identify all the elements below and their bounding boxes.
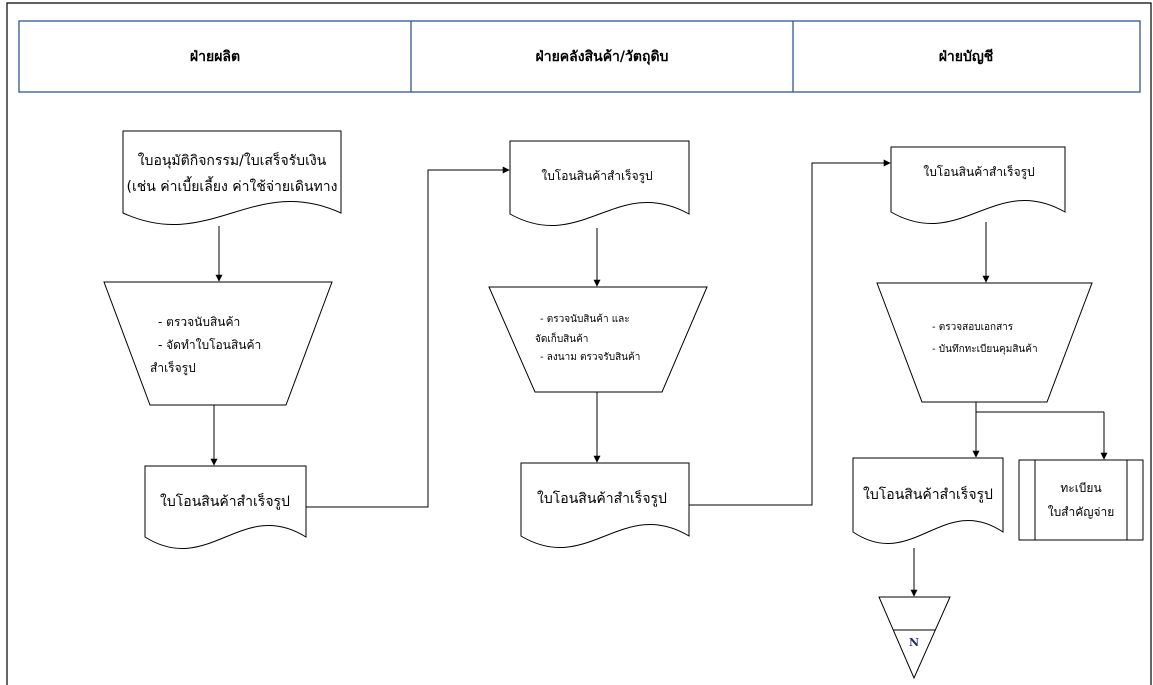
manual-step-text: - ตรวจนับสินค้า และ <box>540 313 630 325</box>
lane-header: ฝ่ายผลิต ฝ่ายคลังสินค้า/วัตถุดิบ ฝ่ายบัญ… <box>18 20 1141 93</box>
predefined-process-register: ทะเบียน ใบสำคัญจ่าย <box>1018 459 1144 541</box>
register-text: ทะเบียน <box>1060 481 1101 495</box>
file-triangle <box>878 596 951 680</box>
document-transfer-slip <box>890 146 1066 224</box>
manual-step-text: - ลงนาม ตรวจรับสินค้า <box>540 351 640 363</box>
document-text: ใบโอนสินค้าสำเร็จรูป <box>541 168 652 184</box>
manual-operation-receive-goods <box>488 286 708 393</box>
accounting-lane: ใบโอนสินค้าสำเร็จรูป - ตรวจสอบเอกสาร - บ… <box>852 146 1144 680</box>
lane-title-accounting: ฝ่ายบัญชี <box>939 49 994 65</box>
manual-step-text: จัดเก็บสินค้า <box>535 331 588 345</box>
manual-step-text: - จัดทำใบโอนสินค้า <box>158 338 261 352</box>
offline-file-symbol: N <box>878 596 951 680</box>
lane-header-box <box>18 20 1141 93</box>
document-transfer-slip <box>509 140 690 226</box>
manual-operation-verify-record <box>876 282 1093 403</box>
lane-title-production: ฝ่ายผลิต <box>190 49 240 65</box>
manual-operation-count-goods <box>103 281 333 406</box>
manual-step-text: - ตรวจนับสินค้า <box>158 315 240 329</box>
document-text: ใบโอนสินค้าสำเร็จรูป <box>537 489 667 507</box>
lane-title-warehouse: ฝ่ายคลังสินค้า/วัตถุดิบ <box>536 49 669 65</box>
manual-step-text: - บันทึกทะเบียนคุมสินค้า <box>932 343 1038 355</box>
manual-step-text: - ตรวจสอบเอกสาร <box>932 322 1014 333</box>
outer-frame <box>6 2 1152 685</box>
flow-connector <box>689 159 891 506</box>
document-approval-receipt <box>122 130 342 225</box>
document-text: ใบอนุมัติกิจกรรม/ใบเสร็จรับเงิน <box>138 151 327 169</box>
document-text: ใบโอนสินค้าสำเร็จรูป <box>160 492 290 510</box>
document-transfer-slip <box>852 457 1004 544</box>
warehouse-lane: ใบโอนสินค้าสำเร็จรูป - ตรวจนับสินค้า และ… <box>488 140 891 548</box>
document-transfer-slip <box>520 462 690 548</box>
register-box <box>1018 459 1144 541</box>
file-label: N <box>909 636 919 649</box>
document-text: (เช่น ค่าเบี้ยเลี้ยง ค่าใช้จ่ายเดินทาง <box>127 176 338 195</box>
flow-connector <box>306 166 510 508</box>
manual-step-text: สำเร็จรูป <box>150 360 196 376</box>
document-text: ใบโอนสินค้าสำเร็จรูป <box>923 164 1034 180</box>
register-text: ใบสำคัญจ่าย <box>1048 505 1115 519</box>
document-text: ใบโอนสินค้าสำเร็จรูป <box>863 485 993 503</box>
document-transfer-slip <box>144 465 307 549</box>
production-lane: ใบอนุมัติกิจกรรม/ใบเสร็จรับเงิน (เช่น ค่… <box>103 130 510 549</box>
